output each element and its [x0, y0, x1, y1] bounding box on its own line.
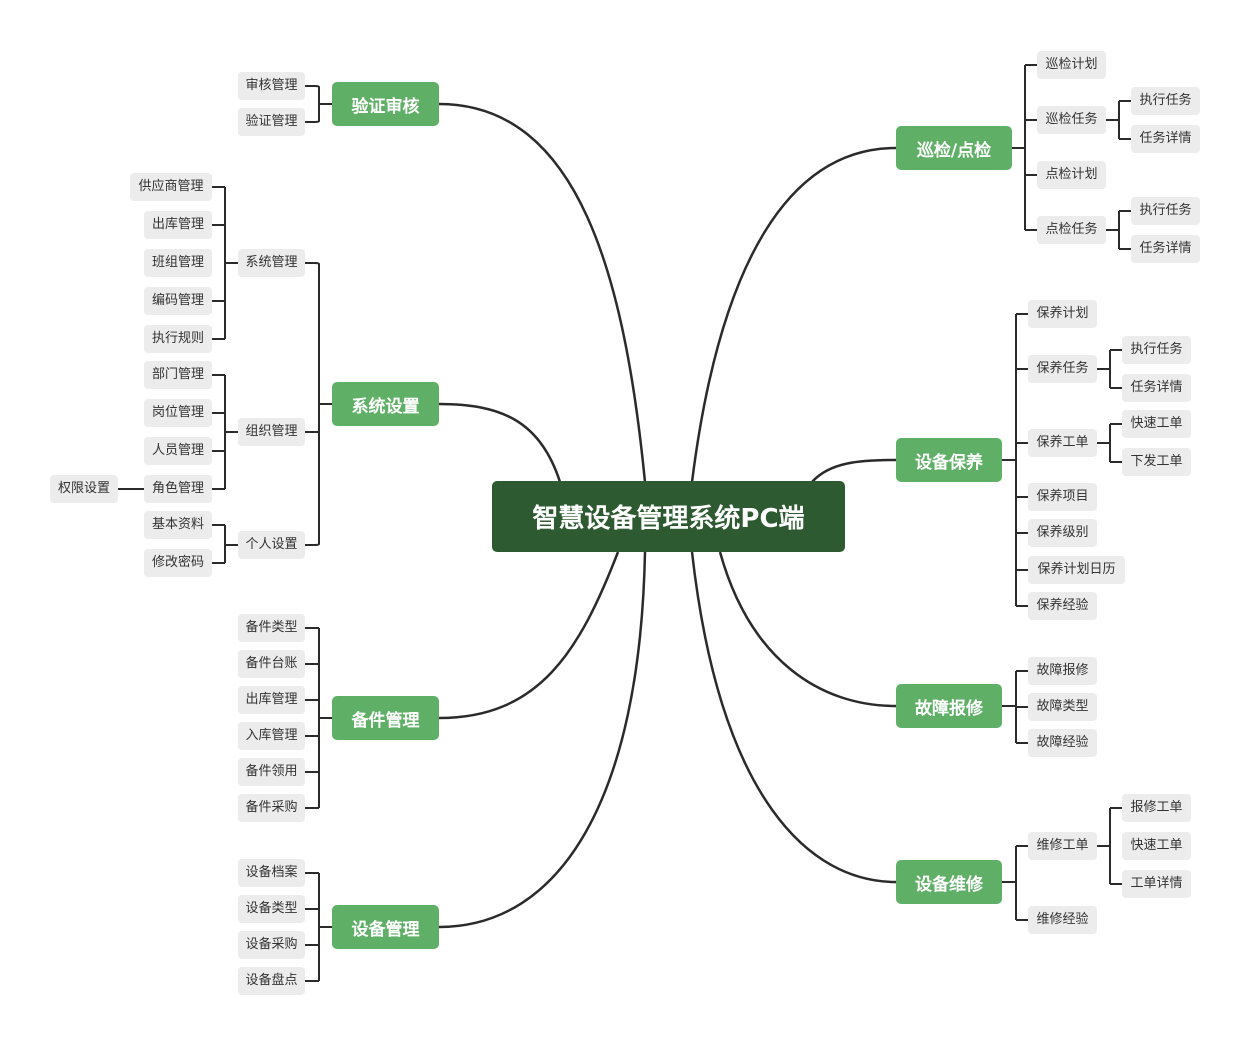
leaf-staff[interactable]: 人员管理: [144, 437, 212, 465]
leaf-patrol-plan[interactable]: 巡检计划: [1037, 51, 1106, 79]
leaf-fault-experience[interactable]: 故障经验: [1028, 729, 1097, 757]
branch-repair[interactable]: 设备维修: [896, 860, 1002, 904]
leaf-equip-purchase[interactable]: 设备采购: [238, 931, 305, 959]
leaf-equip-type[interactable]: 设备类型: [238, 895, 305, 923]
leaf-supplier[interactable]: 供应商管理: [130, 173, 212, 201]
leaf-permission[interactable]: 权限设置: [50, 475, 118, 503]
leaf-password[interactable]: 修改密码: [144, 549, 212, 577]
leaf-spare-inbound[interactable]: 入库管理: [238, 722, 305, 750]
sub-system-mgmt[interactable]: 系统管理: [238, 249, 305, 277]
leaf-check-execute[interactable]: 执行任务: [1131, 197, 1200, 225]
leaf-position[interactable]: 岗位管理: [144, 399, 212, 427]
leaf-spare-outbound[interactable]: 出库管理: [238, 686, 305, 714]
leaf-check-plan[interactable]: 点检计划: [1037, 161, 1106, 189]
leaf-fault-type[interactable]: 故障类型: [1028, 693, 1097, 721]
leaf-maint-detail[interactable]: 任务详情: [1122, 374, 1191, 402]
sub-repair-order[interactable]: 维修工单: [1028, 832, 1097, 860]
leaf-maint-plan[interactable]: 保养计划: [1028, 300, 1097, 328]
branch-settings[interactable]: 系统设置: [332, 382, 439, 426]
leaf-team[interactable]: 班组管理: [144, 249, 212, 277]
sub-maint-order[interactable]: 保养工单: [1028, 429, 1097, 457]
branch-fault[interactable]: 故障报修: [896, 684, 1002, 728]
leaf-equip-archive[interactable]: 设备档案: [238, 859, 305, 887]
leaf-check-detail[interactable]: 任务详情: [1131, 235, 1200, 263]
leaf-outbound[interactable]: 出库管理: [144, 211, 212, 239]
leaf-repair-order-detail[interactable]: 工单详情: [1122, 870, 1191, 898]
leaf-maint-item[interactable]: 保养项目: [1028, 483, 1097, 511]
leaf-patrol-execute[interactable]: 执行任务: [1131, 87, 1200, 115]
leaf-code[interactable]: 编码管理: [144, 287, 212, 315]
leaf-maint-execute[interactable]: 执行任务: [1122, 336, 1191, 364]
leaf-repair-report-order[interactable]: 报修工单: [1122, 794, 1191, 822]
branch-spares[interactable]: 备件管理: [332, 696, 439, 740]
leaf-spare-type[interactable]: 备件类型: [238, 614, 305, 642]
leaf-maint-experience[interactable]: 保养经验: [1028, 592, 1097, 620]
leaf-audit-review[interactable]: 审核管理: [238, 72, 305, 100]
leaf-patrol-detail[interactable]: 任务详情: [1131, 125, 1200, 153]
sub-patrol-task[interactable]: 巡检任务: [1037, 106, 1106, 134]
leaf-profile[interactable]: 基本资料: [144, 511, 212, 539]
leaf-department[interactable]: 部门管理: [144, 361, 212, 389]
sub-personal[interactable]: 个人设置: [238, 531, 305, 559]
leaf-spare-ledger[interactable]: 备件台账: [238, 650, 305, 678]
leaf-role[interactable]: 角色管理: [144, 475, 212, 503]
sub-org-mgmt[interactable]: 组织管理: [238, 418, 305, 446]
branch-equipment[interactable]: 设备管理: [332, 905, 439, 949]
leaf-audit-verify[interactable]: 验证管理: [238, 108, 305, 136]
leaf-equip-stocktake[interactable]: 设备盘点: [238, 967, 305, 995]
leaf-repair-quick-order[interactable]: 快速工单: [1122, 832, 1191, 860]
branch-maintenance[interactable]: 设备保养: [896, 438, 1002, 482]
leaf-fault-report[interactable]: 故障报修: [1028, 657, 1097, 685]
branch-audit[interactable]: 验证审核: [332, 82, 439, 126]
leaf-rules[interactable]: 执行规则: [144, 325, 212, 353]
leaf-spare-purchase[interactable]: 备件采购: [238, 794, 305, 822]
sub-check-task[interactable]: 点检任务: [1037, 216, 1106, 244]
leaf-maint-calendar[interactable]: 保养计划日历: [1028, 556, 1125, 584]
leaf-repair-experience[interactable]: 维修经验: [1028, 906, 1097, 934]
leaf-maint-quick-order[interactable]: 快速工单: [1122, 410, 1191, 438]
sub-maint-task[interactable]: 保养任务: [1028, 355, 1097, 383]
leaf-maint-level[interactable]: 保养级别: [1028, 519, 1097, 547]
leaf-maint-issue-order[interactable]: 下发工单: [1122, 448, 1191, 476]
branch-inspection[interactable]: 巡检/点检: [896, 126, 1012, 170]
leaf-spare-requisition[interactable]: 备件领用: [238, 758, 305, 786]
root-topic[interactable]: 智慧设备管理系统PC端: [492, 481, 845, 552]
